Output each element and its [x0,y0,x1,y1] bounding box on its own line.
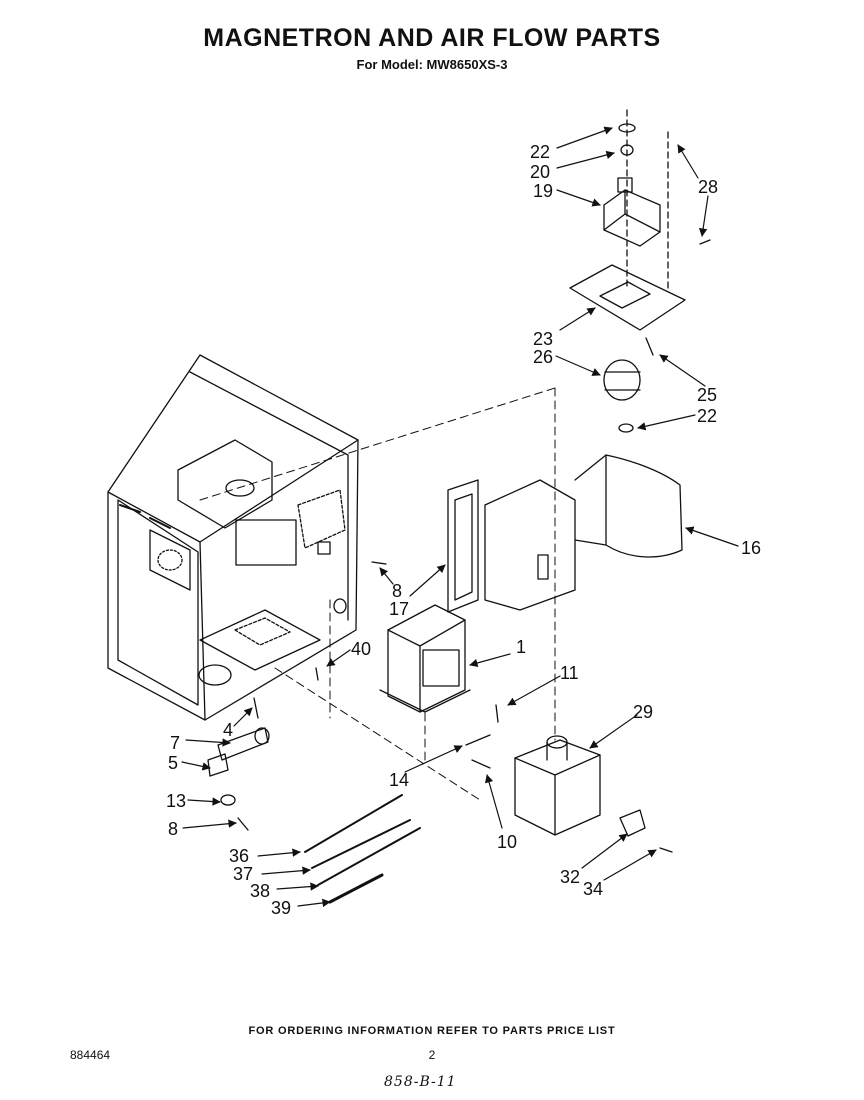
callout-arrows [181,126,739,908]
page-title: MAGNETRON AND AIR FLOW PARTS [203,24,661,52]
callout-16: 16 [741,538,761,558]
callout-13: 13 [166,791,186,811]
callout-1: 1 [516,637,526,657]
callout-28: 28 [698,177,718,197]
callout-20: 20 [530,162,550,182]
callout-14: 14 [389,770,409,790]
callout-17: 17 [389,599,409,619]
callout-23: 23 [533,329,553,349]
model-subtitle: For Model: MW8650XS-3 [356,57,508,72]
document-number: 884464 [70,1048,111,1062]
oven-cabinet [107,354,359,721]
callout-7: 7 [170,733,180,753]
transformer [379,604,471,713]
callout-36: 36 [229,846,249,866]
callout-4: 4 [223,720,233,740]
callout-29: 29 [633,702,653,722]
ordering-note: FOR ORDERING INFORMATION REFER TO PARTS … [248,1025,616,1037]
callout-38: 38 [250,881,270,901]
callout-40: 40 [351,639,371,659]
callout-25: 25 [697,385,717,405]
callout-22-top: 22 [530,142,550,162]
callout-10: 10 [497,832,517,852]
callout-22-bottom: 22 [697,406,717,426]
callout-11: 11 [560,663,579,683]
callout-8-upper: 8 [392,581,402,601]
damper-motor-assembly [569,109,711,433]
air-duct [447,454,683,613]
callout-8-lower: 8 [168,819,178,839]
callout-34: 34 [583,879,603,899]
handwritten-note: 858-B-11 [384,1074,457,1090]
callout-32: 32 [560,867,580,887]
page-number: 2 [428,1048,436,1062]
dashed-leader-lines [199,387,556,801]
callout-5: 5 [168,753,178,773]
callout-39: 39 [271,898,291,918]
callout-37: 37 [233,864,253,884]
callout-labels: 22 20 19 28 23 26 25 22 16 8 17 1 40 11 … [166,142,761,918]
magnetron [514,735,646,837]
callout-26: 26 [533,347,553,367]
wires-and-fasteners [207,561,673,904]
callout-19: 19 [533,181,553,201]
